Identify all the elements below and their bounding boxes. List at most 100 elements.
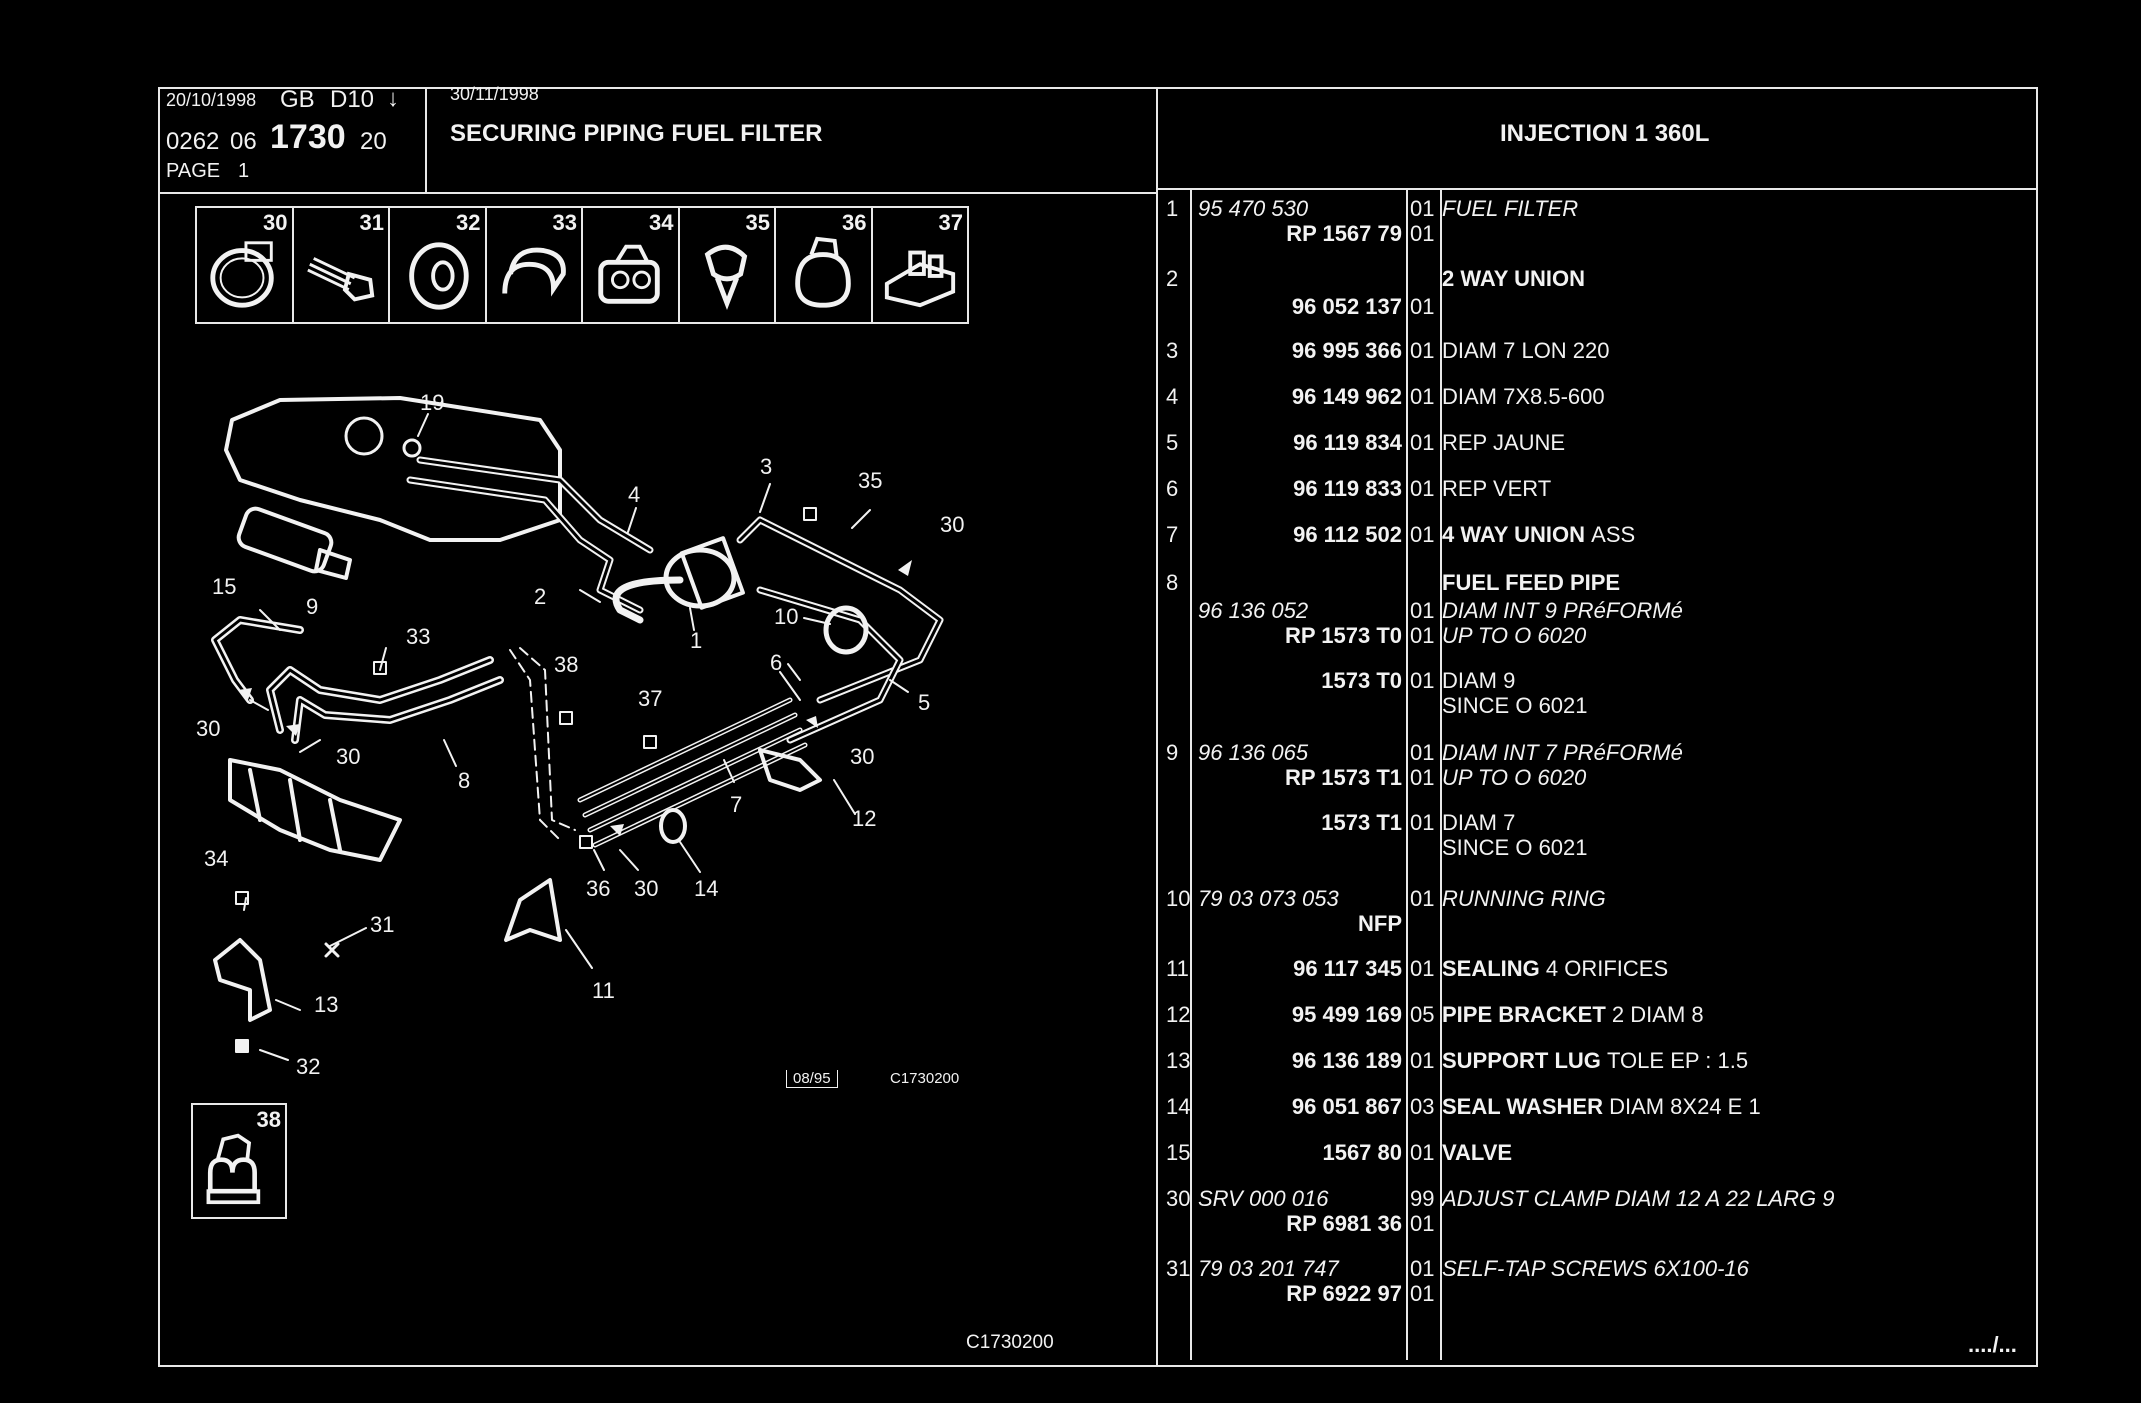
part-index: 14 (1166, 1094, 1191, 1119)
part-description: SEAL WASHER DIAM 8X24 E 1 (1442, 1094, 1761, 1119)
fixing-plate-icon (884, 250, 955, 308)
header-date2: 30/11/1998 (450, 84, 539, 104)
part-ref: SRV 000 016 (1198, 1186, 1329, 1211)
part-ref: 95 499 169 (1291, 1002, 1402, 1027)
thumb-38[interactable]: 38 (191, 1103, 287, 1219)
part-description-bold: 4 WAY UNION (1442, 522, 1592, 547)
pipe-4 (416, 456, 654, 554)
injector-rail (228, 758, 402, 862)
thumb-34[interactable]: 34 (583, 208, 680, 322)
part-index: 31 (1166, 1256, 1191, 1281)
part-index: 13 (1166, 1048, 1191, 1073)
part-description: SINCE O 6021 (1442, 693, 1588, 718)
callout-12: 12 (852, 806, 877, 831)
callout-19: 19 (420, 390, 445, 415)
center-divider (1156, 87, 1158, 1367)
marker-32 (235, 1039, 249, 1053)
part-index: 11 (1166, 956, 1189, 981)
marker-34 (235, 891, 249, 905)
part-description: REP JAUNE (1442, 430, 1566, 455)
part-qty: 01 (1410, 1211, 1435, 1236)
push-clip-icon (704, 244, 747, 311)
part-description: REP VERT (1442, 476, 1552, 501)
pipe-5-inner (758, 588, 902, 742)
part-qty: 01 (1410, 623, 1435, 648)
part-description: SUPPORT LUG TOLE EP : 1.5 (1442, 1048, 1749, 1073)
header-arrow: ↓ (387, 85, 399, 112)
thumb-number: 30 (263, 210, 288, 235)
part-ref: RP 6981 36 (1286, 1211, 1402, 1236)
marker-30a (898, 560, 912, 576)
part-description: FUEL FEED PIPE (1442, 570, 1621, 595)
part-qty: 01 (1410, 476, 1435, 501)
part-qty: 99 (1410, 1186, 1435, 1211)
callout-30: 30 (634, 876, 659, 901)
callout-4: 4 (628, 482, 641, 507)
part-ref: 96 117 345 (1293, 956, 1402, 981)
four-way-union-inner (579, 699, 806, 846)
callout-37: 37 (638, 686, 663, 711)
part-ref: 79 03 073 053 (1198, 886, 1339, 911)
callout-1: 1 (690, 628, 703, 653)
thumb-32[interactable]: 32 (390, 208, 487, 322)
pipe-tank-return (406, 476, 644, 614)
left-header-rule (158, 192, 1156, 194)
pipe-tank-return-inner (408, 478, 642, 612)
tank-emblem (344, 416, 384, 456)
part-description: DIAM INT 9 PRéFORMé (1442, 598, 1683, 623)
callout-30: 30 (940, 512, 965, 537)
part-ref: 96 136 052 (1198, 598, 1309, 623)
thumb-37[interactable]: 37 (873, 208, 968, 322)
header-ref-a: 0262 (166, 128, 220, 155)
header-page-label: PAGE (166, 160, 221, 182)
part-qty: 01 (1410, 1256, 1435, 1281)
thumb-30[interactable]: 30 (197, 208, 294, 322)
part-description: SELF-TAP SCREWS 6X100-16 (1442, 1256, 1749, 1281)
screw-cross-31 (324, 942, 340, 958)
callout-2: 2 (534, 584, 547, 609)
part-description: DIAM 7X8.5-600 (1442, 384, 1605, 409)
callout-10: 10 (774, 604, 799, 629)
part-qty: 01 (1410, 1281, 1435, 1306)
callout-5: 5 (918, 690, 931, 715)
leader-lines (243, 413, 909, 1061)
callout-31: 31 (370, 912, 395, 937)
callout-30: 30 (196, 716, 221, 741)
double-clip-icon (795, 236, 851, 308)
parts-sheet (158, 87, 2038, 1367)
part-qty: 01 (1410, 384, 1435, 409)
part-ref: 96 149 962 (1291, 384, 1402, 409)
callout-35: 35 (858, 468, 883, 493)
marker-30e (610, 824, 624, 836)
part-ref: 96 995 366 (1291, 338, 1402, 363)
part-index: 9 (1166, 740, 1179, 765)
pipe-9 (211, 616, 304, 704)
guide-line-38 (509, 649, 561, 841)
thumb-36[interactable]: 36 (776, 208, 873, 322)
hose-clamp-icon (210, 241, 274, 308)
thumb-35[interactable]: 35 (680, 208, 776, 322)
part-description: FUEL FILTER (1442, 196, 1579, 221)
thumb-31[interactable]: 31 (294, 208, 390, 322)
table-col-ref (1190, 188, 1192, 1360)
part-index: 3 (1166, 338, 1179, 363)
part-index: 30 (1166, 1186, 1191, 1211)
thumb-33[interactable]: 33 (487, 208, 583, 322)
part-index: 1 (1166, 196, 1179, 221)
callout-3: 3 (760, 454, 773, 479)
thumb-number: 35 (745, 210, 770, 235)
thumb-number: 38 (256, 1107, 281, 1132)
marker-30c (286, 724, 300, 736)
screw-icon (306, 257, 374, 302)
part-ref: RP 1567 79 (1286, 221, 1402, 246)
part-qty: 01 (1410, 338, 1435, 363)
part-ref: 96 119 833 (1293, 476, 1402, 501)
model-title: INJECTION 1 360L (1500, 120, 1710, 147)
part-qty: 01 (1410, 522, 1435, 547)
part-index: 2 (1166, 266, 1179, 291)
part-description: SEALING 4 ORIFICES (1442, 956, 1669, 981)
part-description: DIAM 9 (1442, 668, 1516, 693)
guide-line-38b (519, 647, 576, 831)
washer-icon (409, 242, 469, 310)
part-description: PIPE BRACKET 2 DIAM 8 (1442, 1002, 1704, 1027)
